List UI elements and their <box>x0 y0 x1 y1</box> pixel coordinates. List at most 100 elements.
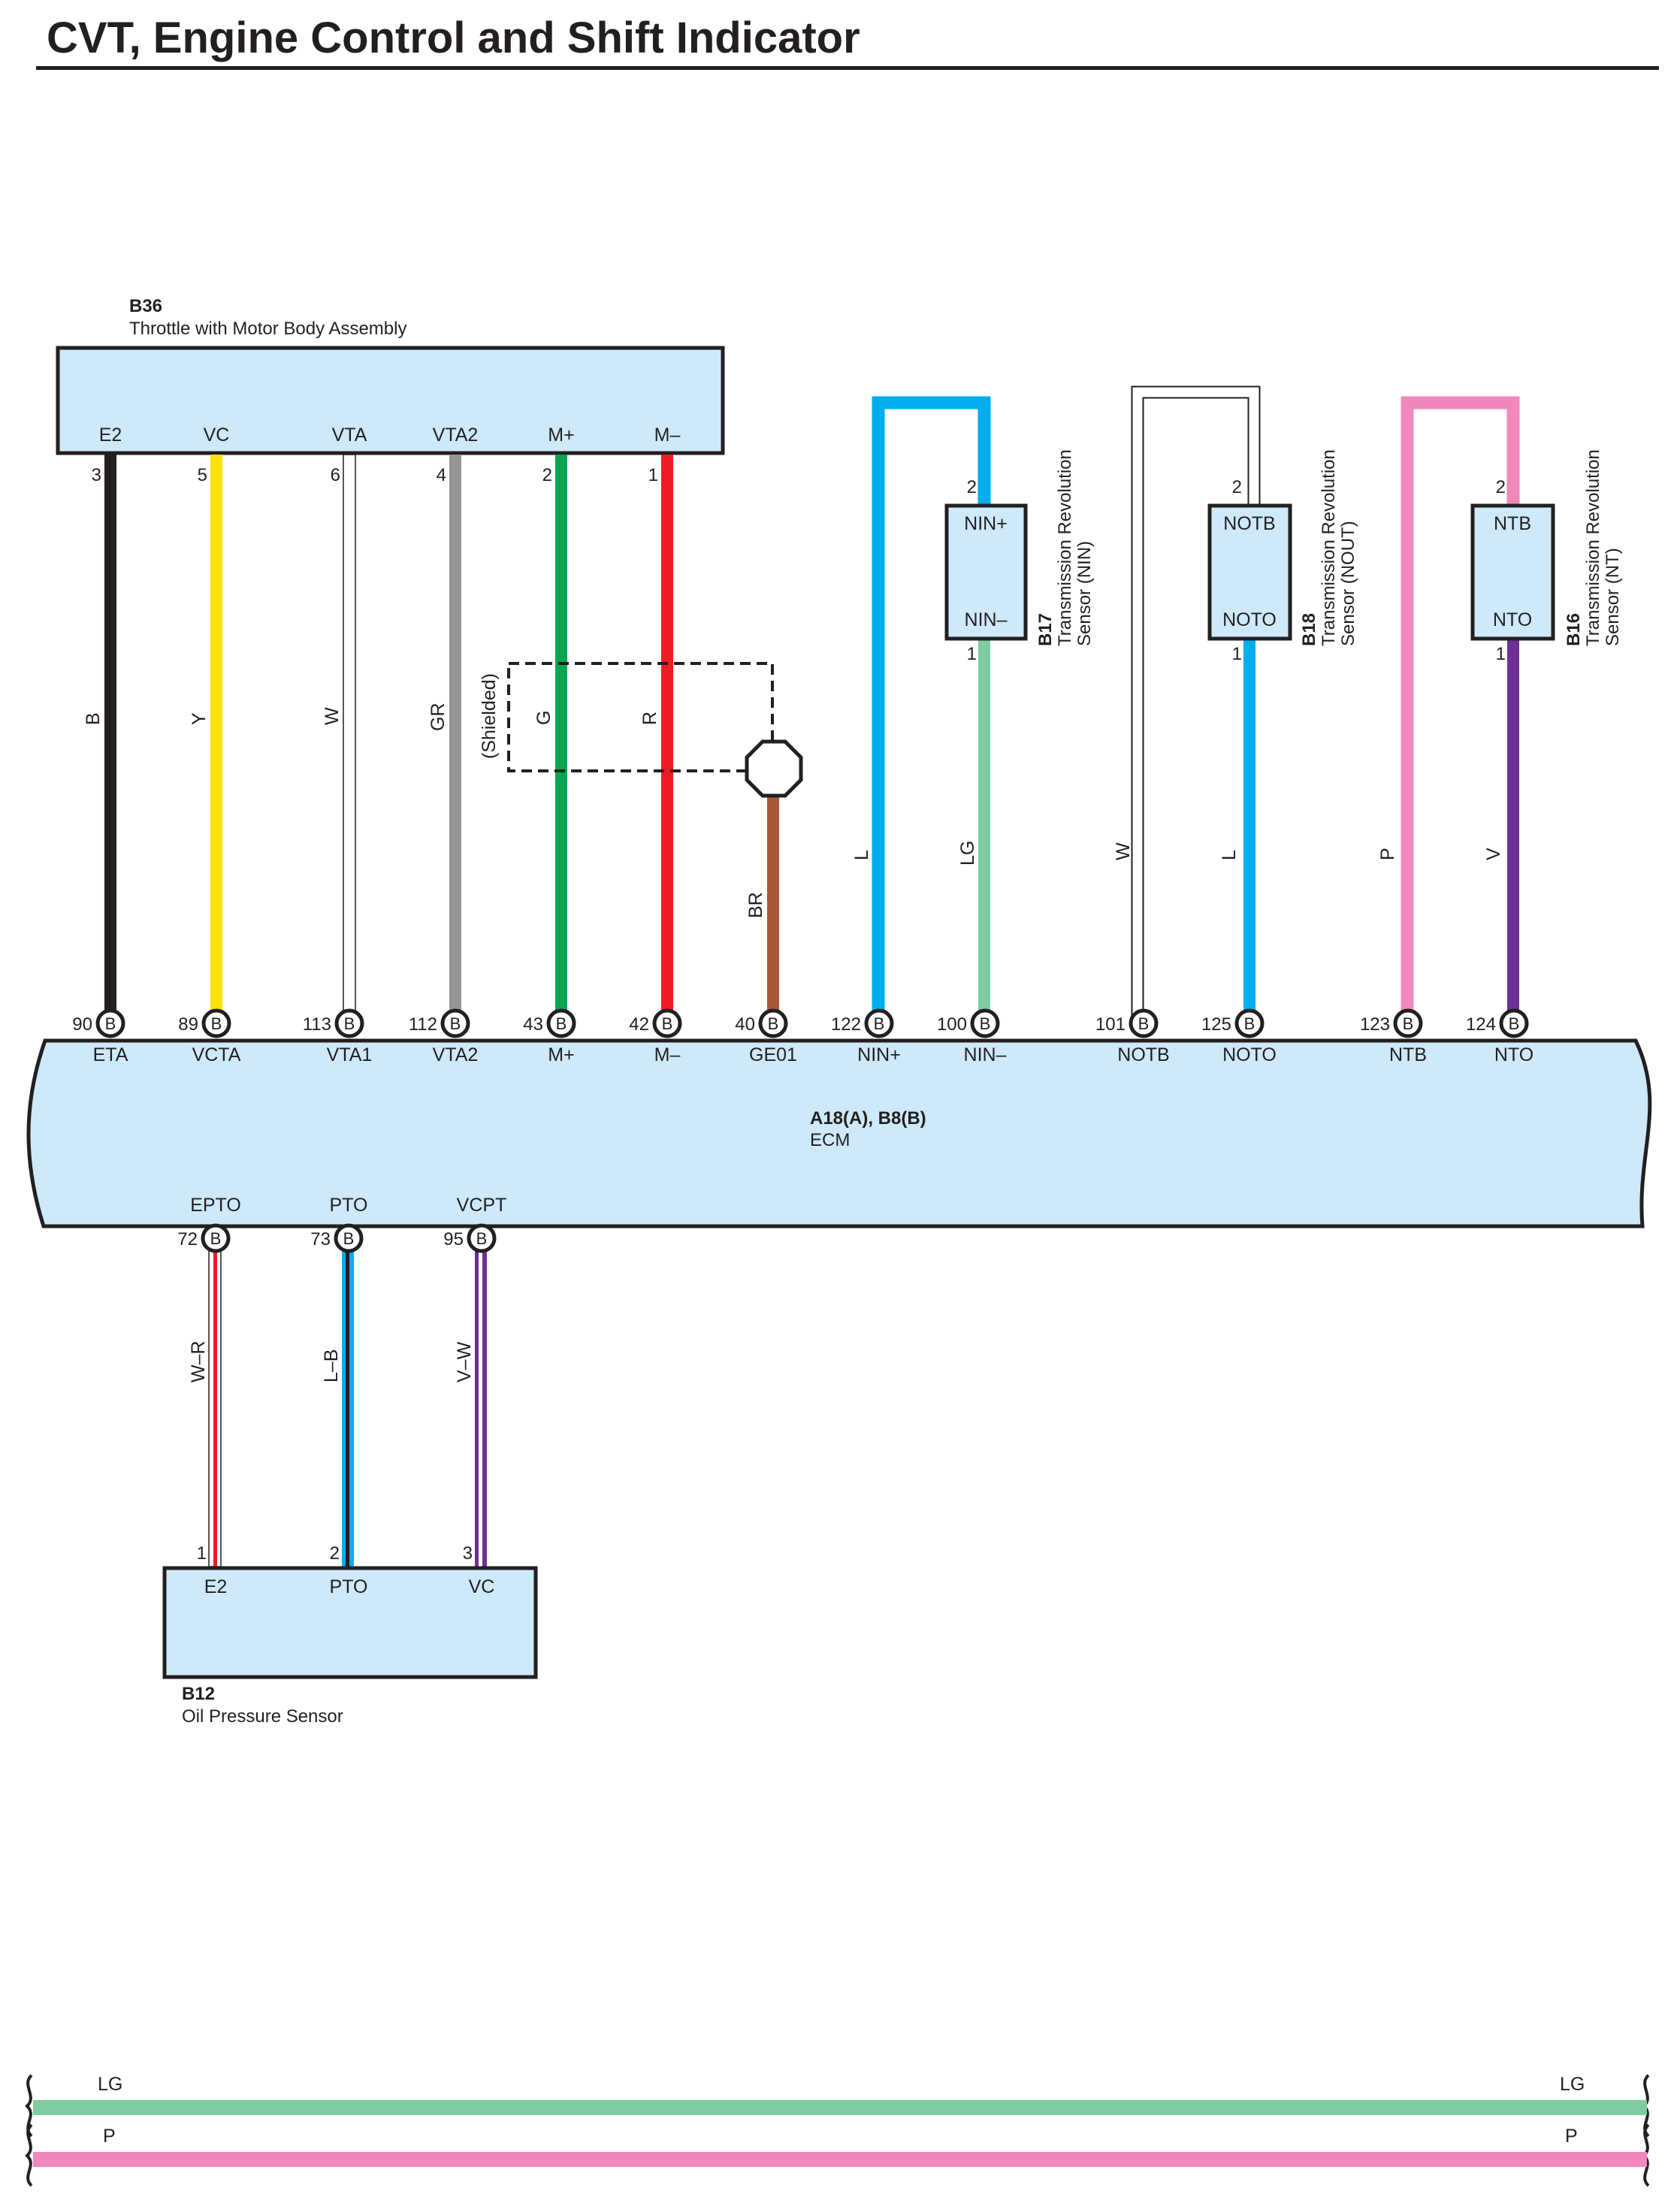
wire-gr[interactable] <box>449 455 461 1018</box>
wire-b[interactable] <box>104 455 116 1018</box>
ecm-connector-circle <box>467 1223 497 1253</box>
ecm-pin-label: GE01 <box>749 1044 797 1065</box>
ecm-pin-label: ETA <box>93 1044 128 1065</box>
oil-pin-e2: E2 1 <box>197 1543 228 1597</box>
wire-label: Y <box>189 712 210 725</box>
ecm-pin-number: 101 <box>1095 1014 1126 1035</box>
oil-pin-number: 1 <box>197 1543 207 1564</box>
ecm-connector-letter: B <box>556 1014 567 1033</box>
ecm-connector-letter: B <box>874 1014 885 1033</box>
wire-y[interactable] <box>210 455 222 1018</box>
wire-label: L–B <box>321 1349 342 1383</box>
ecm-connector-circle <box>1129 1008 1159 1038</box>
bus-label-right: LG <box>1560 2074 1585 2095</box>
wire-w-r-tracer <box>213 1251 217 1567</box>
oil-pin-vc: VC 3 <box>463 1543 495 1597</box>
ecm-pin-label: NIN– <box>964 1044 1007 1065</box>
sensor-b18-box[interactable] <box>1207 503 1292 641</box>
ecm-connector-circle <box>864 1008 894 1038</box>
ecm-pin-number: 125 <box>1201 1014 1231 1035</box>
ecm-connector-circle <box>758 1008 788 1038</box>
shield-ground-octagon <box>745 739 803 798</box>
ecm-pin-label: EPTO <box>190 1195 241 1216</box>
ecm-connector-circle <box>201 1223 231 1253</box>
ecm-connector-circle <box>652 1008 682 1038</box>
wire-label: W <box>322 707 343 725</box>
throttle-pin-number: 1 <box>648 465 658 485</box>
sensor-name-line1: Transmission Revolution <box>1583 449 1603 646</box>
oil-pin-label: E2 <box>204 1576 228 1597</box>
wire-g[interactable] <box>555 455 567 1018</box>
bus-wire-p[interactable] <box>33 2152 1647 2167</box>
ecm-body[interactable] <box>26 1038 1652 1228</box>
wire-label: GR <box>428 703 449 732</box>
ecm-pin-label: VTA1 <box>327 1044 373 1065</box>
sensor-top-pin-number: 2 <box>967 477 977 497</box>
ecm-connector-letter: B <box>1244 1014 1255 1033</box>
wire-label: R <box>639 712 660 725</box>
ecm-pin[interactable]: B 43M+ <box>523 1008 576 1065</box>
oil-pressure-sensor[interactable] <box>162 1566 538 1679</box>
ecm-code: A18(A), B8(B) <box>810 1108 926 1129</box>
throttle-pin-label: M– <box>654 425 681 446</box>
ecm-connector-circle <box>1234 1008 1265 1038</box>
ecm-connector-letter: B <box>1509 1014 1520 1033</box>
throttle-pin-number: 2 <box>542 465 552 485</box>
bus-break-right <box>1642 2074 1650 2187</box>
ecm-pin-label: NTB <box>1389 1044 1427 1065</box>
wire-lg[interactable] <box>978 639 990 1018</box>
sensor-top-pin-label: NOTB <box>1223 513 1275 534</box>
wire-p-loop-ntb[interactable] <box>1401 396 1520 1018</box>
bus-wire-lg[interactable] <box>33 2100 1647 2115</box>
throttle-body-assembly[interactable] <box>56 346 725 455</box>
ecm-connector-circle <box>970 1008 1000 1038</box>
ecm-pin-number: 43 <box>523 1014 543 1035</box>
shield-box <box>507 662 774 772</box>
ecm-pin-label: M+ <box>548 1044 574 1065</box>
sensor-b16-box[interactable] <box>1470 503 1555 641</box>
wire-w[interactable] <box>343 454 356 1019</box>
wire-v[interactable] <box>1507 639 1519 1018</box>
wire-l-noto[interactable] <box>1243 639 1255 1018</box>
wire-v-w-tracer <box>479 1251 482 1567</box>
wire-r[interactable] <box>661 455 673 1018</box>
wire-label: W–R <box>188 1340 209 1383</box>
ecm-connector-circle <box>546 1008 576 1038</box>
oil-pin-pto: PTO 2 <box>330 1543 368 1597</box>
wire-br[interactable] <box>767 795 779 1018</box>
sensor-b17-box[interactable] <box>944 503 1028 641</box>
ecm-pin-number: 90 <box>72 1014 92 1035</box>
ecm-connector-letter: B <box>768 1014 779 1033</box>
oil-pin-number: 2 <box>330 1543 340 1564</box>
throttle-pin-m-plus: M+ 2 <box>542 425 575 485</box>
throttle-pin-number: 3 <box>92 465 101 485</box>
ecm-connector-letter: B <box>1403 1014 1414 1033</box>
wire-l-loop-nin[interactable] <box>872 396 991 1018</box>
ecm-pin-number: 40 <box>735 1014 755 1035</box>
ecm-connector-letter: B <box>662 1014 673 1033</box>
ecm-pin-number: 124 <box>1466 1014 1496 1035</box>
sensor-top-pin-label: NIN+ <box>964 513 1008 534</box>
ecm-connector-letter: B <box>105 1014 116 1033</box>
oil-pin-label: PTO <box>330 1576 368 1597</box>
wire-label: B <box>83 712 104 725</box>
sensor-name-line2: Sensor (NOUT) <box>1338 521 1358 646</box>
sensor-bottom-pin-number: 1 <box>967 644 977 664</box>
ecm-pin-number: 95 <box>443 1229 464 1250</box>
